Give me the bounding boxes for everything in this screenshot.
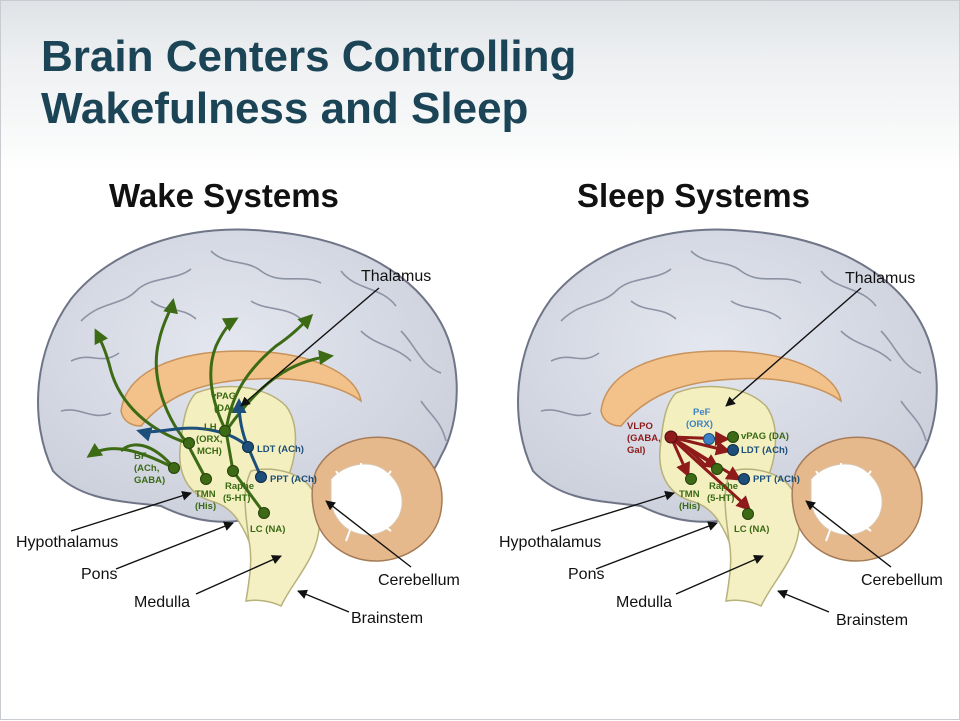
sleep-ldt-node	[727, 444, 739, 456]
sleep-thalamus-label: Thalamus	[845, 270, 915, 287]
wake-tmn-label: TMN (His)	[195, 489, 218, 512]
sleep-tmn-label: TMN (His)	[679, 489, 702, 512]
wake-systems-heading: Wake Systems	[109, 177, 339, 214]
wake-corpus-callosum	[120, 350, 363, 427]
sleep-tmn-node	[685, 473, 697, 485]
sleep-pef-node	[703, 433, 715, 445]
wake-raphe-node	[227, 465, 239, 477]
wake-raphe-label: Raphe (5-HT)	[223, 481, 257, 504]
sleep-vpag-node	[727, 431, 739, 443]
sleep-ppt-node	[738, 473, 750, 485]
wake-ppt-label: PPT (ACh)	[270, 474, 317, 485]
wake-bf-node	[168, 462, 180, 474]
sleep-brain: VLPO (GABA, Gal) PeF (ORX) vPAG (DA) LDT…	[499, 228, 943, 629]
sleep-raphe-label: Raphe (5-HT)	[707, 481, 741, 504]
sleep-lc-label: LC (NA)	[734, 524, 769, 535]
wake-vpag-label: vPAG (DA)	[211, 391, 239, 414]
wake-brain: vPAG (DA) LH (ORX, MCH) BF (ACh, GABA) T…	[16, 228, 460, 627]
wake-bf-label: BF (ACh, GABA)	[134, 451, 165, 486]
sleep-vlpo-label: VLPO (GABA, Gal)	[627, 421, 663, 456]
wake-ppt-node	[255, 471, 267, 483]
wake-tmn-node	[200, 473, 212, 485]
wake-lh-node	[183, 437, 195, 449]
sleep-systems-heading: Sleep Systems	[577, 177, 810, 214]
wake-hypothalamus-label: Hypothalamus	[16, 534, 118, 551]
sleep-lc-node	[742, 508, 754, 520]
wake-medulla-label: Medulla	[134, 594, 190, 611]
sleep-pef-label: PeF (ORX)	[686, 407, 713, 430]
wake-cerebellum-label: Cerebellum	[378, 572, 460, 589]
sleep-raphe-node	[711, 463, 723, 475]
sleep-hypothalamus-label: Hypothalamus	[499, 534, 601, 551]
wake-lc-label: LC (NA)	[250, 524, 285, 535]
sleep-vlpo-node	[664, 430, 678, 444]
wake-brainstem-label: Brainstem	[351, 610, 423, 627]
sleep-brainstem-label: Brainstem	[836, 612, 908, 629]
wake-arbor-vitae	[335, 463, 402, 542]
title-line-1: Brain Centers Controlling	[41, 32, 577, 81]
wake-lc-node	[258, 507, 270, 519]
wake-lh-label: LH (ORX, MCH)	[196, 422, 225, 457]
slide-title: Brain Centers Controlling Wakefulness an…	[41, 31, 576, 135]
sleep-medulla-label: Medulla	[616, 594, 672, 611]
wake-pons-label: Pons	[81, 566, 117, 583]
wake-ldt-node	[242, 441, 254, 453]
sleep-arbor-vitae	[815, 463, 882, 542]
wake-vpag-node	[219, 425, 231, 437]
wake-thalamus-label: Thalamus	[361, 268, 431, 285]
sleep-pons-label: Pons	[568, 566, 604, 583]
sleep-gyri	[540, 250, 927, 442]
title-line-2: Wakefulness and Sleep	[41, 84, 529, 133]
wake-ldt-label: LDT (ACh)	[257, 444, 304, 455]
sleep-ppt-label: PPT (ACh)	[753, 474, 800, 485]
sleep-vpag-label: vPAG (DA)	[741, 431, 789, 442]
sleep-cerebellum-label: Cerebellum	[861, 572, 943, 589]
sleep-ldt-label: LDT (ACh)	[741, 445, 788, 456]
wake-gyri	[60, 250, 447, 442]
sleep-corpus-callosum	[600, 350, 843, 427]
